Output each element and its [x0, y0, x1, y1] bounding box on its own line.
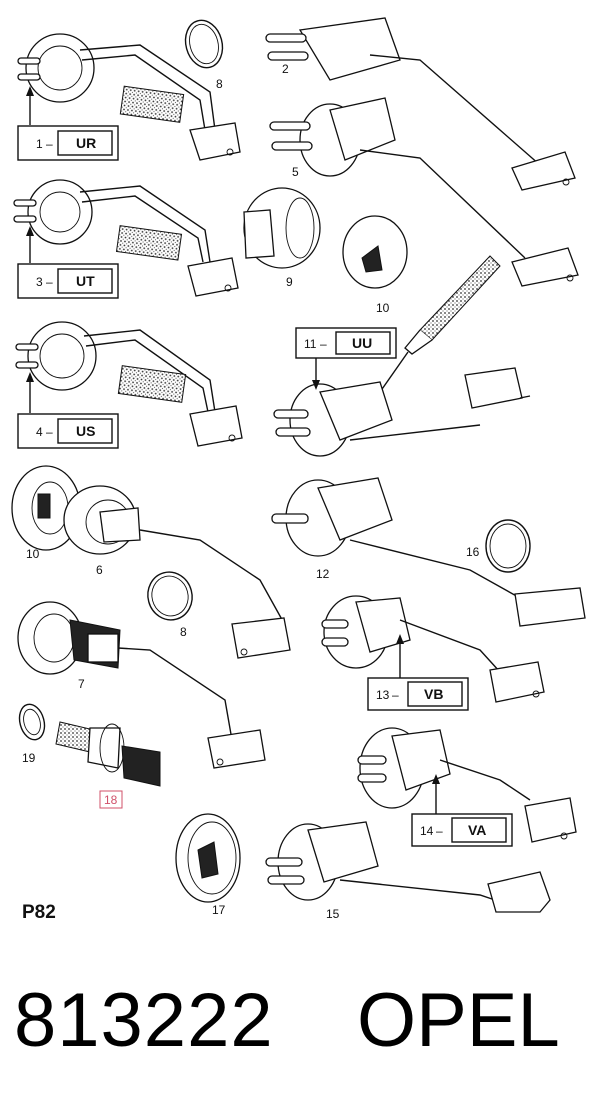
svg-text:–: –: [46, 425, 53, 439]
seal-ring-8-middle: 8: [147, 571, 193, 639]
callout-1-number: 1: [36, 137, 43, 151]
callout-11-number: 11: [304, 337, 317, 351]
svg-text:–: –: [46, 275, 53, 289]
cover-10-left: 10: [11, 465, 81, 561]
pump-assembly-13: [321, 595, 545, 703]
part-number: 813222: [14, 978, 274, 1063]
footer: 813222 OPEL: [0, 975, 600, 1075]
svg-text:–: –: [436, 824, 443, 838]
label-15: 15: [326, 907, 340, 921]
callout-3-number: 3: [36, 275, 43, 289]
highlight-18-box: [99, 790, 123, 809]
callout-13-code: VB: [424, 686, 443, 702]
callout-14: 14 – VA: [411, 774, 513, 847]
label-10-top: 10: [376, 301, 390, 315]
seal-ring-16: 16: [466, 519, 531, 573]
sender-unit-7: 7: [17, 601, 266, 769]
callout-4: 4 – US: [17, 372, 119, 449]
label-8-middle: 8: [180, 625, 187, 639]
callout-4-code: US: [76, 423, 95, 439]
label-9: 9: [286, 275, 293, 289]
label-10-left: 10: [26, 547, 40, 561]
label-8-top: 8: [216, 77, 223, 91]
pump-assembly-14: [357, 727, 577, 843]
callout-1-code: UR: [76, 135, 96, 151]
label-2: 2: [282, 62, 289, 76]
seal-ring-8: 8: [184, 19, 224, 91]
callout-13: 13 – VB: [367, 634, 469, 711]
sender-unit-15: 15: [265, 821, 551, 921]
label-6: 6: [96, 563, 103, 577]
svg-text:–: –: [392, 688, 399, 702]
cover-9: 9: [243, 187, 321, 289]
label-18: 18: [104, 793, 118, 807]
pressure-switch-18: 18: [55, 721, 161, 809]
callout-1: 1 – UR: [17, 86, 119, 161]
pump-assembly-4: [15, 321, 243, 447]
section-code: P82: [22, 902, 56, 923]
sender-unit-5: 5: [269, 97, 579, 287]
pump-assembly-11: [273, 255, 531, 457]
pump-assembly-3: [13, 179, 239, 297]
callout-4-number: 4: [36, 425, 43, 439]
sender-unit-6: 6: [63, 485, 291, 659]
label-12: 12: [316, 567, 330, 581]
callout-14-code: VA: [468, 822, 486, 838]
brand-name: OPEL: [357, 978, 560, 1063]
callout-3-code: UT: [76, 273, 95, 289]
callout-11: 11 – UU: [295, 327, 397, 390]
label-16: 16: [466, 545, 480, 559]
callout-13-number: 13: [376, 688, 390, 702]
label-7: 7: [78, 677, 85, 691]
cover-17: 17: [175, 813, 241, 917]
label-5: 5: [292, 165, 299, 179]
cover-10-top: 10: [342, 215, 408, 315]
callout-14-number: 14: [420, 824, 434, 838]
callout-3: 3 – UT: [17, 226, 119, 299]
svg-text:–: –: [46, 137, 53, 151]
label-19: 19: [22, 751, 36, 765]
sender-unit-12: 12: [271, 477, 586, 627]
washer-19: 19: [18, 703, 46, 765]
callout-11-code: UU: [352, 335, 372, 351]
sender-unit-2: 2: [265, 17, 576, 191]
svg-text:–: –: [320, 337, 327, 351]
label-17: 17: [212, 903, 226, 917]
pump-assembly-1: [17, 33, 241, 161]
